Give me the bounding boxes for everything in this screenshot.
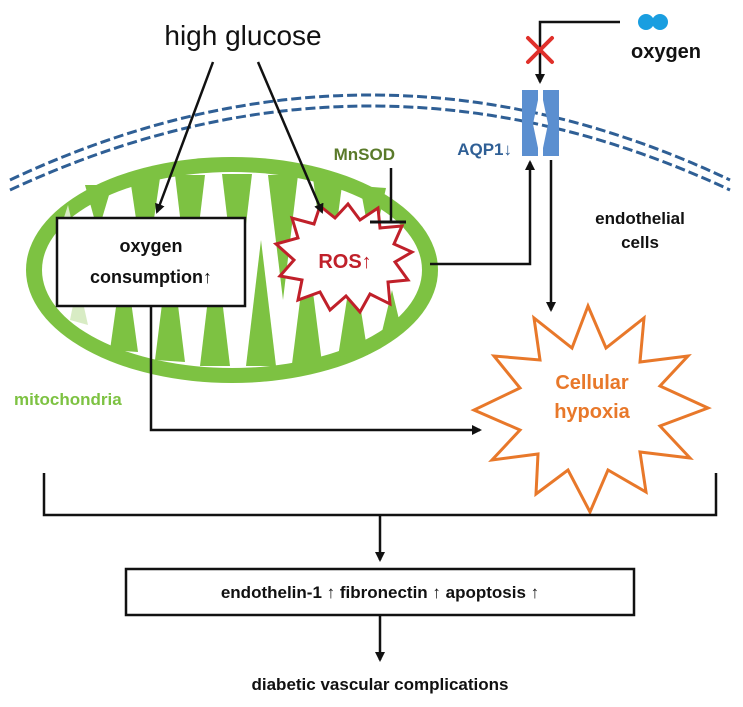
cell-membrane: [9, 93, 731, 192]
oxygen-label: oxygen: [631, 41, 701, 63]
high-glucose-label: high glucose: [164, 20, 321, 51]
ros-starburst: [272, 201, 416, 315]
oxygen-consumption-label-2: consumption↑: [90, 267, 212, 287]
cellular-hypoxia-burst: [470, 302, 712, 516]
consumption-to-hypoxia-arrow: [149, 306, 482, 435]
aquaporin-channel-icon: [522, 90, 559, 156]
ros-to-aqp1-arrow: [430, 160, 535, 266]
oxygen-consumption-label-1: oxygen: [119, 236, 182, 256]
ros-label: ROS↑: [318, 251, 371, 273]
mnsod-label: MnSOD: [334, 145, 395, 164]
final-outcome-label: diabetic vascular complications: [252, 675, 509, 694]
glucose-to-ros-arrow: [256, 61, 324, 214]
hypoxia-label-1: Cellular: [555, 372, 629, 394]
endothelial-label-2: cells: [621, 233, 659, 252]
cross-mark-icon: [526, 36, 554, 64]
aqp1-label: AQP1↓: [457, 140, 512, 159]
outcomes-label: endothelin-1 ↑ fibronectin ↑ apoptosis ↑: [221, 583, 539, 602]
endothelial-label-1: endothelial: [595, 209, 685, 228]
hypoxia-label-2: hypoxia: [554, 401, 630, 423]
oxygen-influx-arrow: [535, 20, 620, 84]
oxygen-molecule-icon: [638, 14, 668, 30]
summary-bracket: [42, 473, 718, 517]
glucose-to-consumption-arrow: [155, 61, 215, 214]
oxygen-consumption-box: [55, 216, 247, 308]
mitochondria-label: mitochondria: [14, 390, 122, 409]
